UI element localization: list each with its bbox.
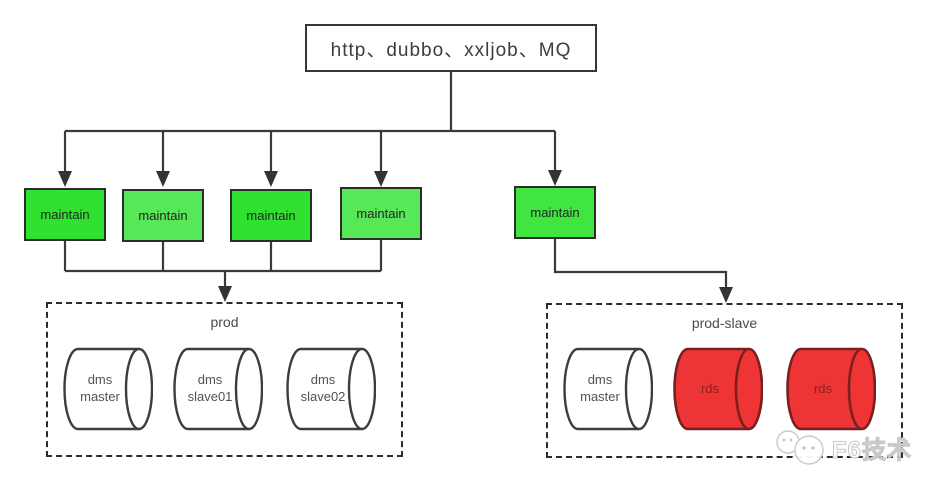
- watermark-text: F6技术: [831, 436, 913, 464]
- maintain-node-2: maintain: [122, 189, 204, 242]
- database-dms-slave02: dms slave02: [286, 347, 376, 431]
- root-node-label: http、dubbo、xxljob、MQ: [330, 39, 572, 61]
- group-prod-slave: prod-slave: [546, 303, 903, 458]
- f6-logo-icon: [776, 430, 824, 465]
- maintain-node-label: maintain: [138, 208, 188, 223]
- watermark: F6技术: [774, 424, 924, 470]
- database-cylinder-icon: [786, 347, 876, 431]
- maintain-node-label: maintain: [246, 208, 296, 223]
- database-label: dms slave02: [300, 372, 346, 404]
- maintain-node-label: maintain: [40, 207, 90, 222]
- database-label: dms master: [80, 372, 120, 404]
- maintain-node-5: maintain: [514, 186, 596, 239]
- database-cylinder-icon: [673, 347, 763, 431]
- maintain-node-4: maintain: [340, 187, 422, 240]
- maintain-node-1: maintain: [24, 188, 106, 241]
- database-dms-master-slave: dms master: [563, 347, 653, 431]
- arrowheads: [58, 170, 733, 303]
- maintain-node-label: maintain: [356, 206, 406, 221]
- database-rds-1: rds: [673, 347, 763, 431]
- database-dms-master: dms master: [63, 347, 153, 431]
- group-prod: prod: [46, 302, 403, 457]
- database-dms-slave01: dms slave01: [173, 347, 263, 431]
- database-rds-2: rds: [786, 347, 876, 431]
- maintain-node-label: maintain: [530, 205, 580, 220]
- database-cylinder-icon: [63, 347, 153, 431]
- slave-route-line: [553, 239, 728, 288]
- group-prod-slave-label: prod-slave: [691, 315, 758, 331]
- database-cylinder-icon: [563, 347, 653, 431]
- database-label: dms slave01: [187, 372, 233, 404]
- database-cylinder-icon: [286, 347, 376, 431]
- root-node: http、dubbo、xxljob、MQ: [305, 24, 597, 72]
- maintain-node-3: maintain: [230, 189, 312, 242]
- database-label: dms master: [580, 372, 620, 404]
- group-prod-label: prod: [210, 314, 239, 330]
- database-label: rds: [813, 380, 833, 396]
- database-cylinder-icon: [173, 347, 263, 431]
- database-label: rds: [700, 380, 720, 396]
